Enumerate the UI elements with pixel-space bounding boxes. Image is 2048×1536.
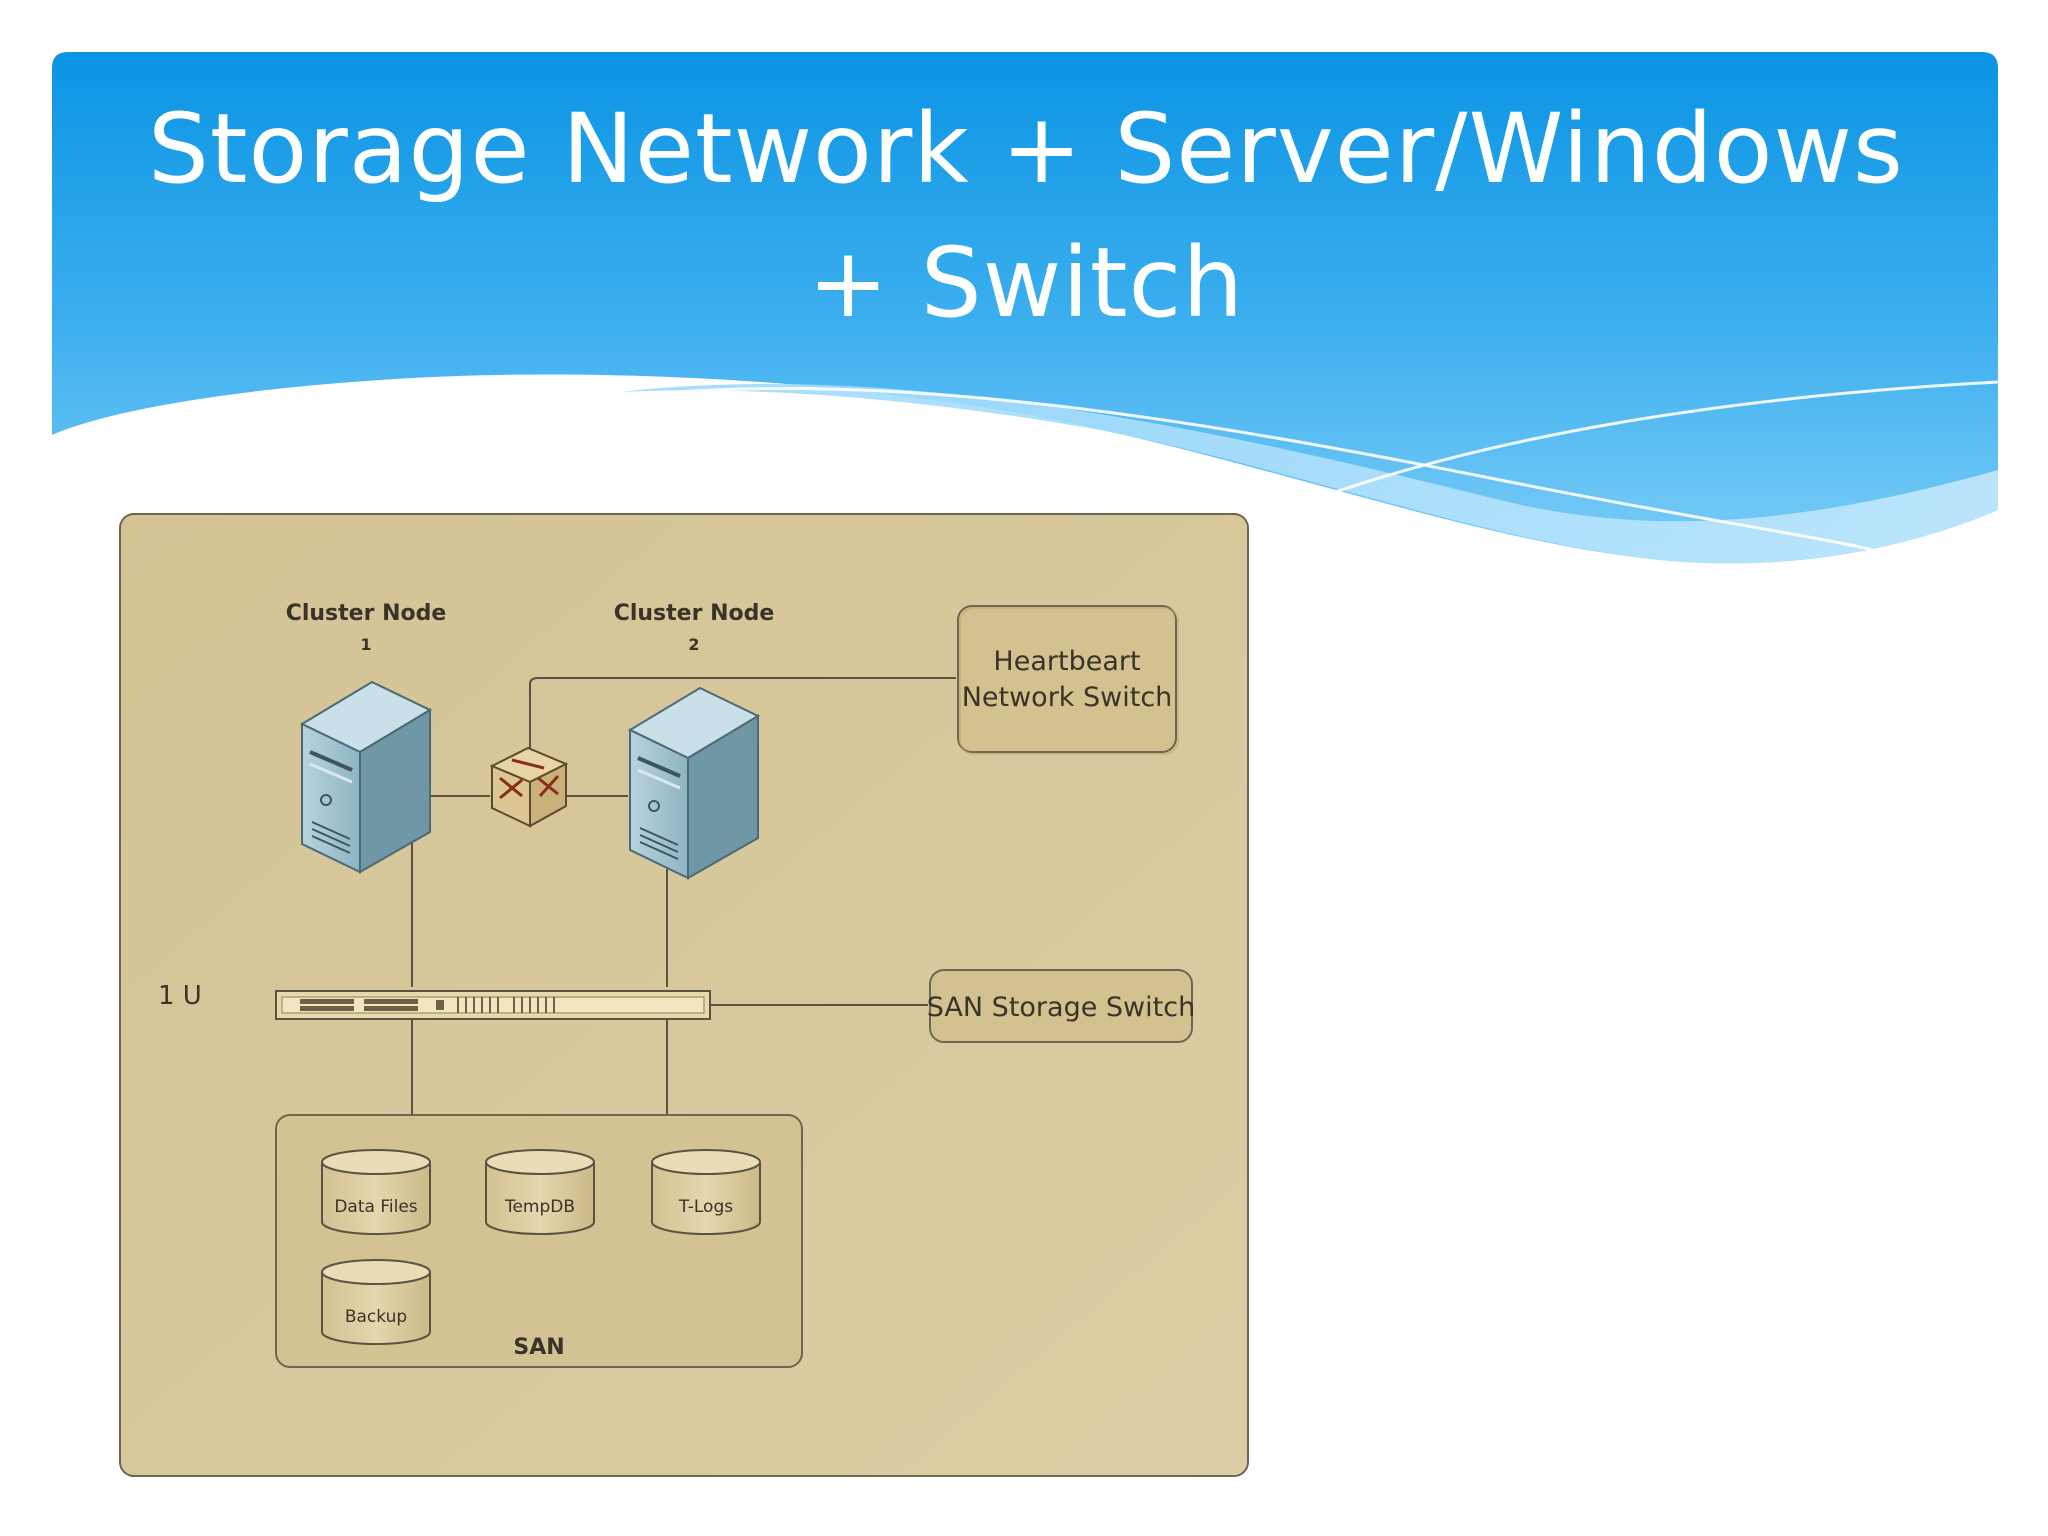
header-background <box>52 52 1999 564</box>
title-line-2: + Switch <box>807 227 1245 339</box>
node-2-label: Cluster Node <box>614 601 775 626</box>
slide-title: Storage Network + Server/Windows + Switc… <box>52 82 2000 350</box>
node-1-number: 1 <box>360 635 371 654</box>
heartbeat-switch-line-1: Heartbeart <box>993 646 1140 677</box>
server-1-icon <box>299 680 433 874</box>
san-storage-switch-box: SAN Storage Switch <box>927 969 1195 1043</box>
disk-label-t-logs: T-Logs <box>678 1197 733 1217</box>
rack-unit-label: 1 U <box>158 981 202 1011</box>
rack-switch-device <box>275 990 711 1020</box>
disk-tempdb: TempDB <box>485 1149 595 1235</box>
server-2-icon <box>627 686 761 880</box>
heartbeat-switch-line-2: Network Switch <box>962 682 1173 713</box>
network-diagram: Cluster Node 1 Cluster Node 2 <box>119 513 1249 1477</box>
disk-data-files: Data Files <box>321 1149 431 1235</box>
node-2-number: 2 <box>688 635 699 654</box>
router-icon <box>489 746 569 828</box>
disk-backup: Backup <box>321 1259 431 1345</box>
san-storage-switch-label: SAN Storage Switch <box>927 992 1195 1023</box>
disk-label-tempdb: TempDB <box>504 1197 575 1217</box>
heartbeat-switch-box: Heartbeart Network Switch <box>957 605 1179 755</box>
disk-t-logs: T-Logs <box>651 1149 761 1235</box>
disk-label-backup: Backup <box>345 1307 407 1327</box>
disk-label-data-files: Data Files <box>334 1197 417 1217</box>
node-1-label: Cluster Node <box>286 601 447 626</box>
title-line-1: Storage Network + Server/Windows <box>147 93 1905 205</box>
san-label: SAN <box>513 1335 564 1360</box>
connection-lines <box>411 677 956 1115</box>
